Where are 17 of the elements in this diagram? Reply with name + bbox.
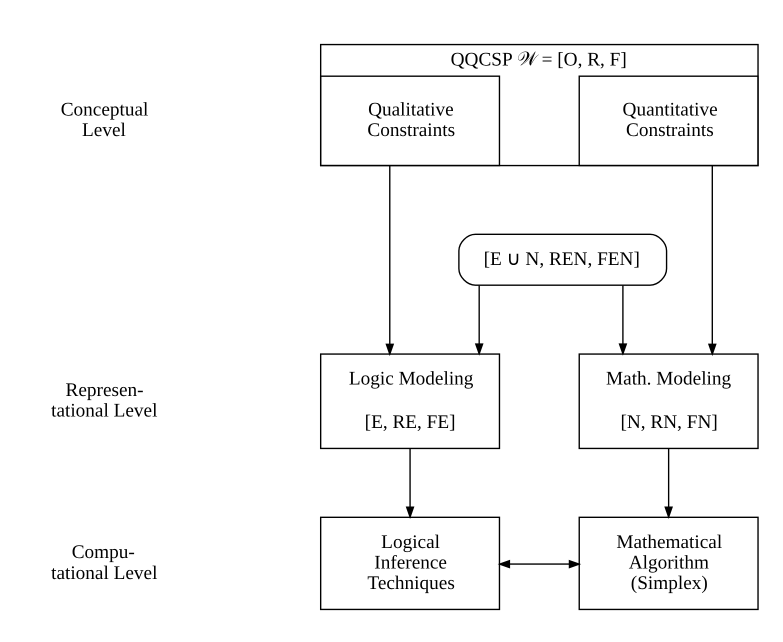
node-box: [E ∪ N, REN, FEN] bbox=[458, 233, 668, 286]
node-box: Logic Modeling [E, RE, FE] bbox=[320, 352, 500, 449]
arrow bbox=[385, 165, 394, 356]
label: Represen- tational Level bbox=[51, 380, 158, 422]
arrow bbox=[708, 165, 717, 356]
node-box: Logical Inference Techniques bbox=[320, 516, 500, 610]
arrow bbox=[618, 285, 628, 356]
arrow bbox=[498, 559, 582, 568]
label: Compu- tational Level bbox=[51, 542, 158, 584]
node-box: Math. Modeling [N, RN, FN] bbox=[578, 352, 759, 449]
node-box: Quantitative Constraints bbox=[578, 74, 759, 166]
node-box: Mathematical Algorithm (Simplex) bbox=[578, 516, 759, 610]
arrow bbox=[474, 285, 484, 356]
arrow bbox=[664, 448, 673, 518]
label: Conceptual Level bbox=[60, 99, 148, 141]
node-box: Qualitative Constraints bbox=[320, 74, 500, 166]
arrow bbox=[406, 448, 414, 518]
